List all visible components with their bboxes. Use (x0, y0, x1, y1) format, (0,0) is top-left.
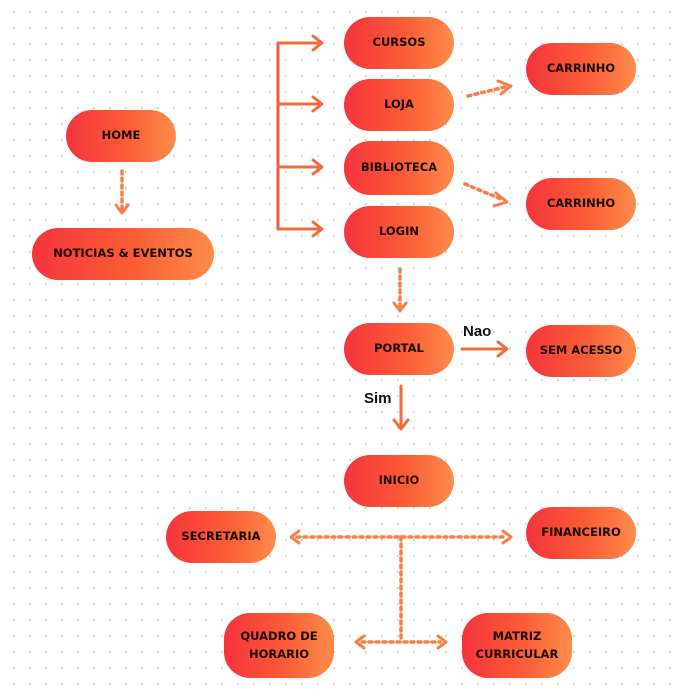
node-biblioteca[interactable]: BIBLIOTECA (344, 141, 454, 195)
arrowhead-loja (311, 95, 324, 113)
node-noticias-eventos[interactable]: NOTICIAS & EVENTOS (32, 228, 214, 280)
arrowhead-matriz (436, 634, 448, 650)
node-portal[interactable]: PORTAL (344, 323, 454, 375)
node-financeiro[interactable]: FINANCEIRO (526, 507, 636, 559)
node-secretaria[interactable]: SECRETARIA (166, 511, 276, 563)
arrowhead-financeiro (501, 529, 513, 545)
arrowhead-semacesso (496, 340, 509, 358)
node-carrinho-biblioteca[interactable]: CARRINHO (526, 178, 636, 230)
node-cursos[interactable]: CURSOS (344, 17, 454, 69)
arrowhead-login (311, 220, 324, 238)
node-quadro-de-horario[interactable]: QUADRO DE HORARIO (224, 613, 334, 678)
node-loja[interactable]: LOJA (344, 79, 454, 131)
arrowhead-biblioteca (311, 158, 324, 176)
node-home[interactable]: HOME (66, 110, 176, 162)
arrowhead-carrinho-2 (492, 191, 509, 208)
node-inicio[interactable]: INICIO (344, 455, 454, 507)
arrowhead-portal (392, 301, 408, 313)
arrowhead-inicio (392, 418, 410, 431)
arrowhead-cursos (311, 34, 324, 52)
arrowhead-secretaria (289, 529, 301, 545)
arrowhead-carrinho-1 (496, 79, 513, 96)
dotted-biblioteca-carrinho (463, 182, 503, 201)
dotted-loja-carrinho (466, 85, 507, 98)
edge-label-sim: Sim (364, 390, 392, 407)
node-carrinho-loja[interactable]: CARRINHO (526, 43, 636, 95)
arrowhead-noticias (114, 203, 130, 215)
node-login[interactable]: LOGIN (344, 206, 454, 258)
node-sem-acesso[interactable]: SEM ACESSO (526, 325, 636, 377)
arrowhead-quadro (354, 634, 366, 650)
node-matriz-curricular[interactable]: MATRIZ CURRICULAR (462, 613, 572, 678)
edge-label-nao: Nao (463, 323, 492, 340)
